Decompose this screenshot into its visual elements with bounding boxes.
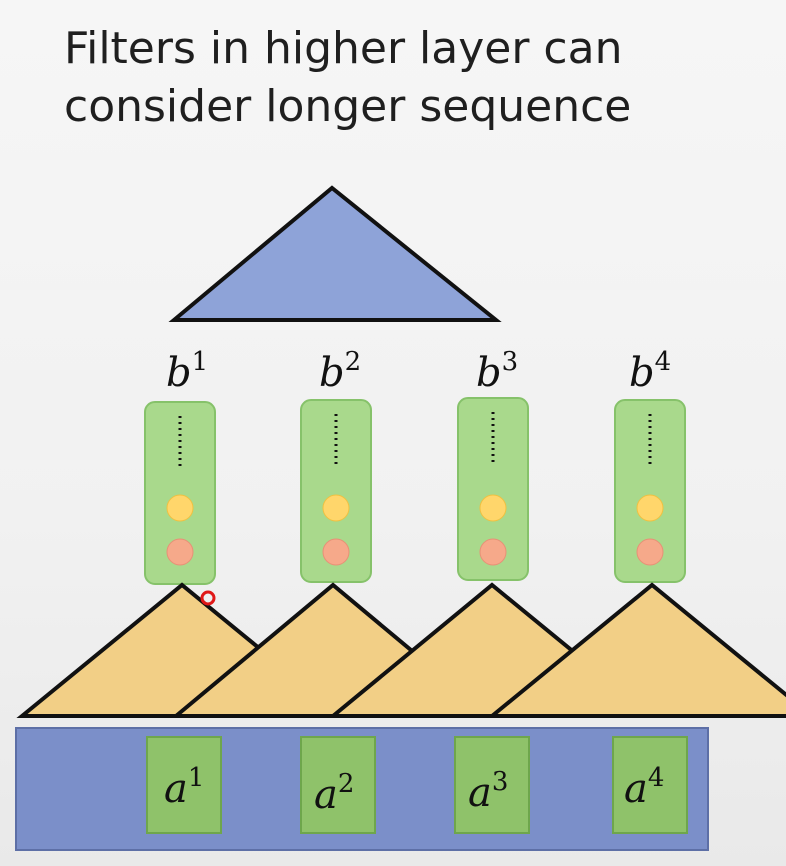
output-label-4: b4 <box>629 347 671 396</box>
input-box-4: a4 <box>612 736 688 834</box>
feature-column-2 <box>300 399 372 583</box>
higher-layer-filter <box>168 185 502 322</box>
input-label-4: a4 <box>624 763 664 812</box>
input-box-2: a2 <box>300 736 376 834</box>
feature-column-4 <box>614 399 686 583</box>
input-label-3: a3 <box>468 767 508 816</box>
slide-title-line-2: consider longer sequence <box>64 81 632 132</box>
input-box-3: a3 <box>454 736 530 834</box>
cursor-marker-icon <box>200 590 216 606</box>
slide-title-line-1: Filters in higher layer can <box>64 23 623 74</box>
input-box-1: a1 <box>146 736 222 834</box>
input-label-2: a2 <box>314 769 354 818</box>
output-label-2: b2 <box>319 347 361 396</box>
output-label-3: b3 <box>476 347 518 396</box>
output-label-1: b1 <box>166 347 208 396</box>
feature-column-3 <box>457 397 529 581</box>
feature-column-1 <box>144 401 216 585</box>
input-label-1: a1 <box>164 763 204 812</box>
lower-filter-4 <box>486 582 786 718</box>
slide-title: Filters in higher layer can consider lon… <box>64 20 764 136</box>
